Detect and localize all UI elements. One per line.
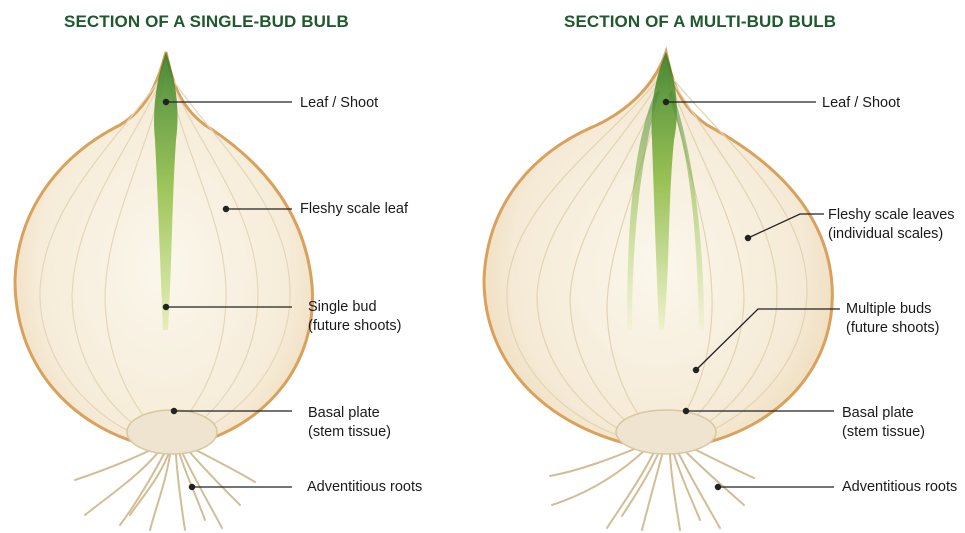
roots-label: Adventitious roots <box>307 478 422 497</box>
fleshy-scale-label: Fleshy scale leaves (individual scales) <box>828 206 955 244</box>
diagram-title: SECTION OF A MULTI-BUD BULB <box>564 12 836 32</box>
fleshy-scale-label: Fleshy scale leaf <box>300 200 408 219</box>
roots-label: Adventitious roots <box>842 478 957 497</box>
single-bud-bulb-illustration <box>0 0 482 533</box>
basal-plate-label: Basal plate (stem tissue) <box>308 404 391 442</box>
multi-bud-bulb-illustration <box>482 0 965 533</box>
basal-plate-label: Basal plate (stem tissue) <box>842 404 925 442</box>
bud-label: Single bud (future shoots) <box>308 298 402 336</box>
diagram-title: SECTION OF A SINGLE-BUD BULB <box>64 12 349 32</box>
leaf-shoot-label: Leaf / Shoot <box>300 94 378 113</box>
single-bud-panel: SECTION OF A SINGLE-BUD BULB Leaf / Shoo… <box>0 0 482 533</box>
roots-shape <box>550 446 754 530</box>
basal-plate-shape <box>616 410 716 454</box>
multi-bud-panel: SECTION OF A MULTI-BUD BULB Leaf / Shoot… <box>482 0 965 533</box>
roots-shape <box>75 448 255 530</box>
bud-label: Multiple buds (future shoots) <box>846 300 940 338</box>
leaf-shoot-label: Leaf / Shoot <box>822 94 900 113</box>
basal-plate-shape <box>127 410 217 454</box>
